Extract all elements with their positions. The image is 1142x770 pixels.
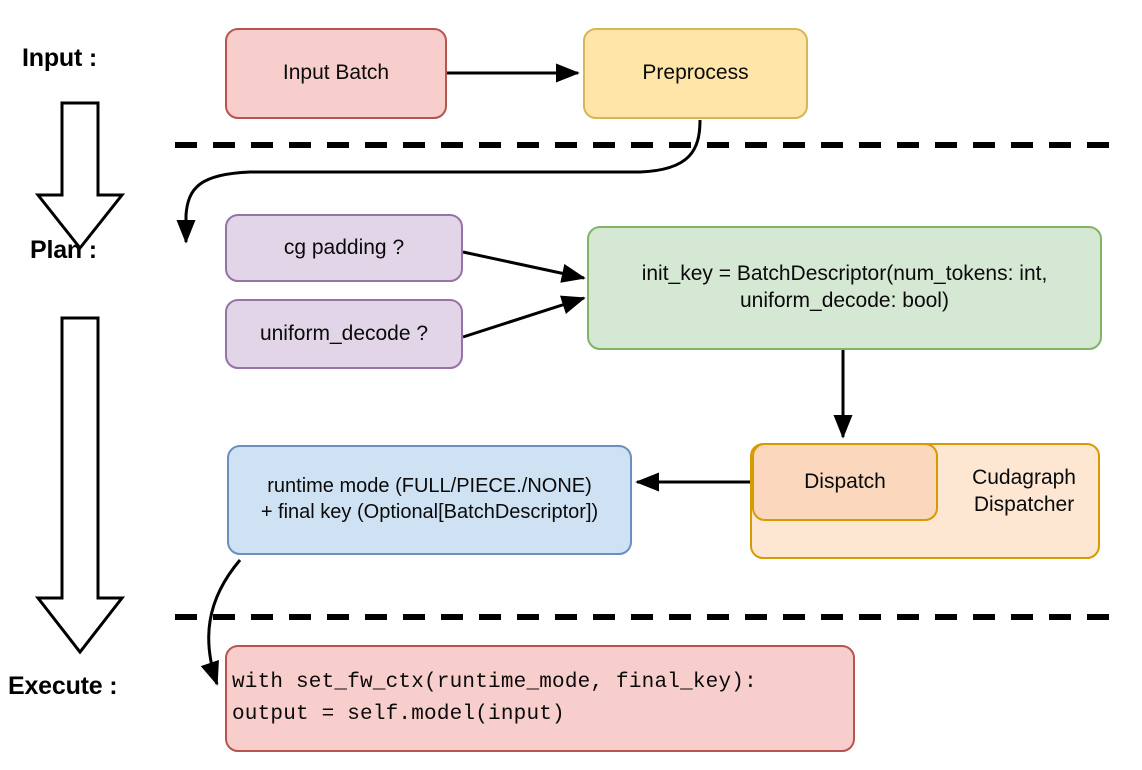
- node-cudagraph-dispatcher-label: Cudagraph Dispatcher: [972, 466, 1076, 516]
- node-execute-code[interactable]: with set_fw_ctx(runtime_mode, final_key)…: [225, 645, 855, 752]
- arrow-uniform-decode-to-batch-descriptor: [462, 295, 586, 339]
- node-dispatch[interactable]: Dispatch: [752, 443, 938, 521]
- node-preprocess-label: Preprocess: [642, 61, 749, 85]
- input-to-plan-block-arrow: [34, 101, 126, 251]
- stage-label-execute: Execute :: [8, 672, 118, 700]
- node-batch-descriptor[interactable]: init_key = BatchDescriptor(num_tokens: i…: [587, 226, 1102, 350]
- node-dispatch-label: Dispatch: [804, 469, 886, 493]
- node-preprocess[interactable]: Preprocess: [583, 28, 808, 119]
- node-uniform-decode-label: uniform_decode ?: [259, 321, 429, 345]
- node-input-batch[interactable]: Input Batch: [225, 28, 447, 119]
- node-runtime-mode-label: runtime mode (FULL/PIECE./NONE) + final …: [260, 475, 599, 523]
- stage-label-plan: Plan :: [30, 236, 97, 264]
- node-runtime-mode[interactable]: runtime mode (FULL/PIECE./NONE) + final …: [227, 445, 632, 555]
- plan-to-execute-block-arrow: [34, 316, 126, 655]
- node-uniform-decode[interactable]: uniform_decode ?: [225, 299, 463, 369]
- node-execute-code-label: with set_fw_ctx(runtime_mode, final_key)…: [232, 671, 757, 726]
- node-batch-descriptor-label: init_key = BatchDescriptor(num_tokens: i…: [641, 262, 1048, 312]
- stage-label-input: Input :: [22, 44, 97, 72]
- node-input-batch-label: Input Batch: [282, 61, 390, 85]
- node-cg-padding[interactable]: cg padding ?: [225, 214, 463, 282]
- arrow-cg-padding-to-batch-descriptor: [462, 250, 586, 283]
- node-cg-padding-label: cg padding ?: [283, 235, 405, 259]
